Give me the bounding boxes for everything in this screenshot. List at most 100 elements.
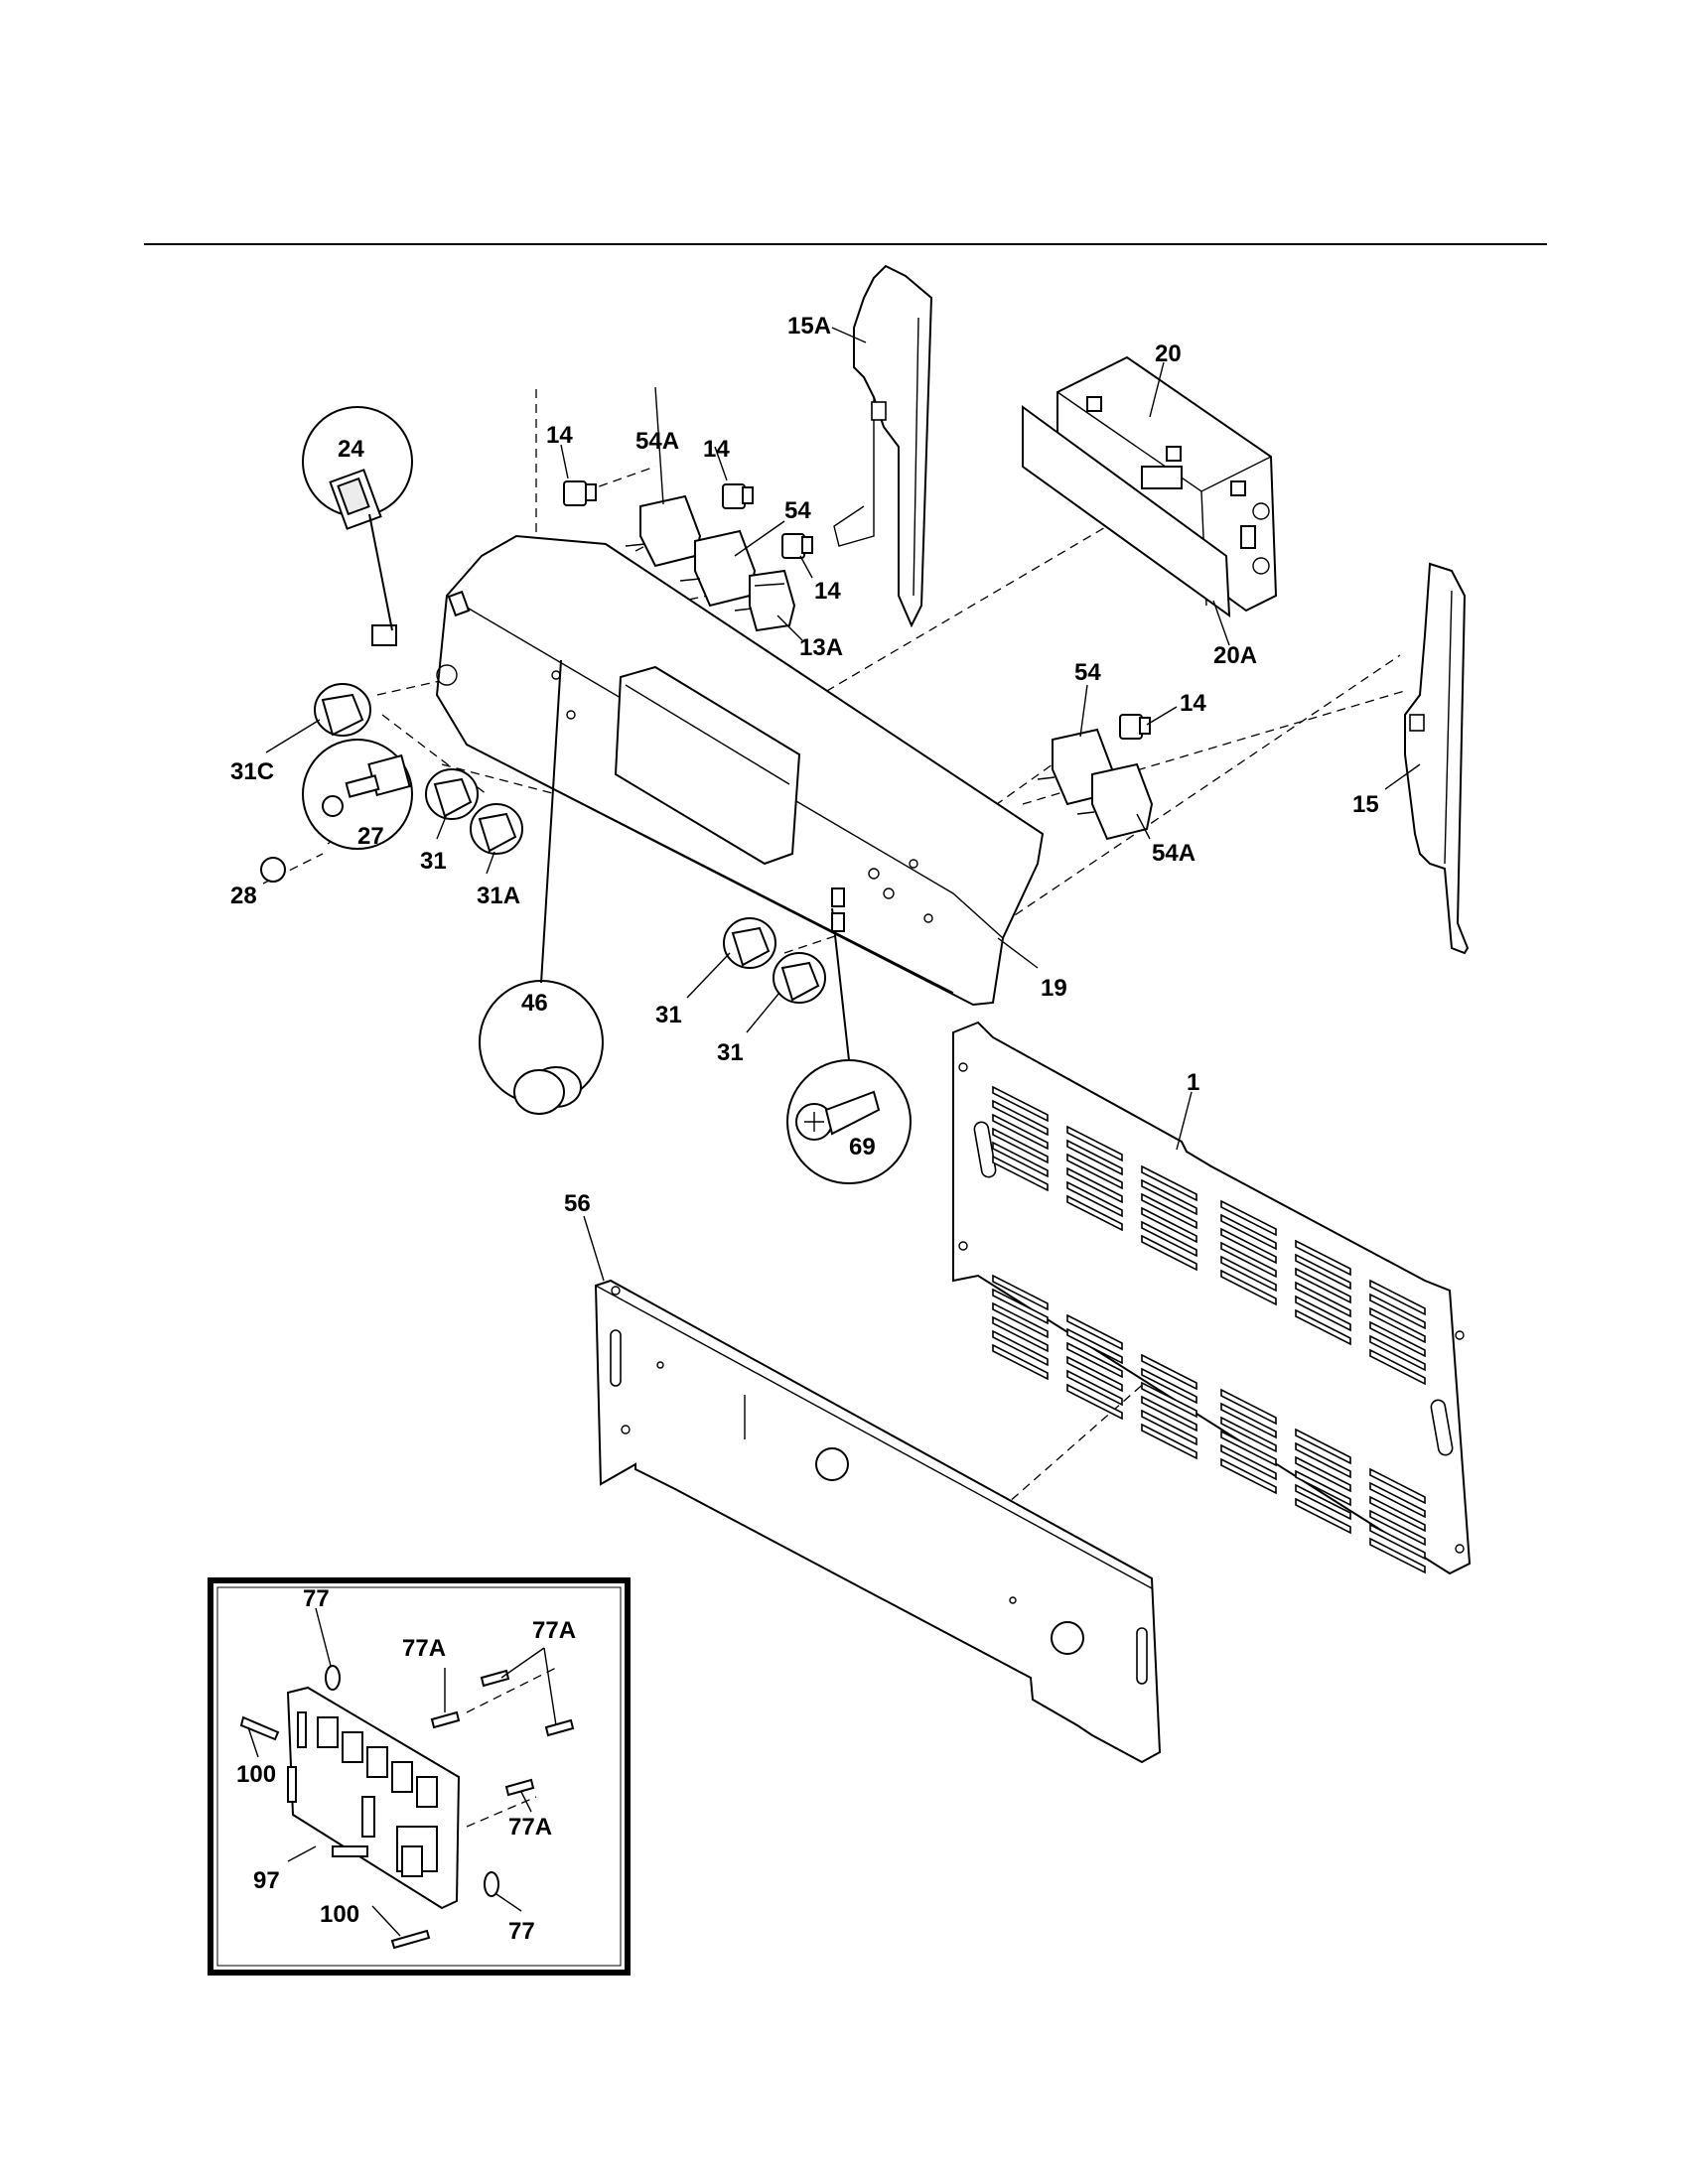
- louver-slot: [1295, 1295, 1351, 1332]
- inset-leader-lines: [247, 1607, 557, 1937]
- part-31-knob-left: [425, 768, 479, 820]
- part-97-relay-board: [286, 1686, 461, 1910]
- detail-24-rocker-switch: [302, 406, 413, 631]
- callout-54A: 54A: [1152, 840, 1196, 867]
- louver-slot: [1141, 1220, 1197, 1258]
- louver-slot: [1066, 1180, 1123, 1218]
- callout-69: 69: [849, 1134, 876, 1160]
- callout-labels: 15A 20 24 14 54A 14 54 14 13A 20A 54 14 …: [230, 313, 1379, 1945]
- part-31-knob-right-b: [773, 952, 826, 1004]
- part-31C-knob: [314, 683, 371, 737]
- part-13A-switch: [734, 569, 796, 632]
- louver-slot: [1066, 1153, 1123, 1190]
- louver-slot: [1220, 1213, 1277, 1251]
- leader-lines: [265, 327, 1421, 1282]
- callout-31: 31: [420, 848, 447, 875]
- louver-slot: [1141, 1367, 1197, 1405]
- louver-slot: [1220, 1241, 1277, 1279]
- detail-27-spark-switch: [302, 739, 413, 850]
- louver-slot: [1141, 1353, 1197, 1391]
- louver-slot: [1220, 1199, 1277, 1237]
- callout-31: 31: [655, 1002, 682, 1028]
- callout-14: 14: [703, 436, 730, 463]
- louver-slot: [1141, 1381, 1197, 1419]
- callout-14: 14: [1180, 690, 1206, 717]
- callout-14: 14: [814, 578, 841, 605]
- callout-97: 97: [253, 1867, 280, 1894]
- louver-slot: [992, 1315, 1049, 1353]
- part-1-rear-panel: [952, 1021, 1472, 1575]
- louver-slot: [1066, 1313, 1123, 1351]
- callout-46: 46: [521, 990, 548, 1017]
- louver-slot: [1295, 1469, 1351, 1507]
- louver-slot: [1220, 1255, 1277, 1293]
- louver-slot: [1369, 1334, 1426, 1372]
- part-14-switch-d: [1119, 714, 1151, 740]
- inset-fasteners: [239, 1665, 575, 1950]
- louver-slot: [1369, 1495, 1426, 1533]
- callout-31A: 31A: [477, 883, 520, 909]
- louver-slot: [1220, 1269, 1277, 1306]
- callout-54A: 54A: [635, 428, 679, 455]
- part-15-side-bracket: [1404, 562, 1470, 955]
- louver-slot: [1295, 1483, 1351, 1521]
- louver-slot: [1369, 1293, 1426, 1330]
- louver-slot: [1066, 1166, 1123, 1204]
- detail-46-button: [479, 659, 604, 1115]
- louver-slot: [992, 1288, 1049, 1325]
- louver-slot: [992, 1113, 1049, 1151]
- part-14-switch-c: [781, 533, 813, 559]
- louver-slot: [1066, 1125, 1123, 1162]
- callout-77: 77: [508, 1918, 535, 1945]
- louver-slot: [1295, 1281, 1351, 1318]
- louver-slot: [1369, 1467, 1426, 1505]
- callout-1: 1: [1187, 1069, 1199, 1096]
- louver-slot: [992, 1274, 1049, 1311]
- callout-14: 14: [546, 422, 573, 449]
- callout-31: 31: [717, 1039, 744, 1066]
- callout-27: 27: [357, 823, 384, 850]
- part-14-switch-a: [563, 480, 597, 506]
- louver-slot: [1295, 1253, 1351, 1291]
- louver-slot: [1220, 1457, 1277, 1495]
- louver-slot: [992, 1099, 1049, 1137]
- louver-slot: [1066, 1383, 1123, 1421]
- louver-slot: [1220, 1388, 1277, 1426]
- callout-77A: 77A: [508, 1814, 552, 1841]
- part-54A-switch-lower: [1076, 762, 1154, 841]
- louver-slot: [992, 1343, 1049, 1381]
- inset-relay-board-box: [208, 1577, 631, 1976]
- callout-28: 28: [230, 883, 257, 909]
- louver-slot: [1141, 1395, 1197, 1433]
- callout-20A: 20A: [1213, 642, 1257, 669]
- louver-slot: [1066, 1139, 1123, 1176]
- callout-77A: 77A: [532, 1617, 576, 1644]
- louver-slot: [1369, 1481, 1426, 1519]
- callout-15A: 15A: [787, 313, 831, 340]
- louver-slot: [992, 1141, 1049, 1178]
- louver-slot: [1220, 1227, 1277, 1265]
- louver-slot: [1295, 1239, 1351, 1277]
- louver-slot: [1220, 1402, 1277, 1439]
- callout-77: 77: [303, 1585, 330, 1612]
- louver-slot: [1369, 1348, 1426, 1386]
- louver-slot: [1066, 1194, 1123, 1232]
- callout-54: 54: [1074, 659, 1101, 686]
- callout-100: 100: [320, 1901, 359, 1928]
- louver-slot: [1295, 1455, 1351, 1493]
- part-14-switch-b: [722, 483, 754, 509]
- callout-24: 24: [338, 436, 364, 463]
- louver-slot: [1295, 1497, 1351, 1535]
- callout-13A: 13A: [799, 634, 843, 661]
- callout-20: 20: [1155, 341, 1182, 367]
- louver-slot: [1369, 1320, 1426, 1358]
- louver-slot: [1295, 1428, 1351, 1465]
- part-31A-knob: [470, 803, 523, 855]
- part-15A-side-bracket: [833, 264, 933, 628]
- part-54A-switch-upper: [625, 494, 702, 568]
- callout-19: 19: [1041, 975, 1067, 1002]
- louver-slot: [1141, 1192, 1197, 1230]
- louver-slot: [1369, 1537, 1426, 1574]
- part-69-screw-small: [831, 887, 845, 932]
- louver-slot: [992, 1127, 1049, 1164]
